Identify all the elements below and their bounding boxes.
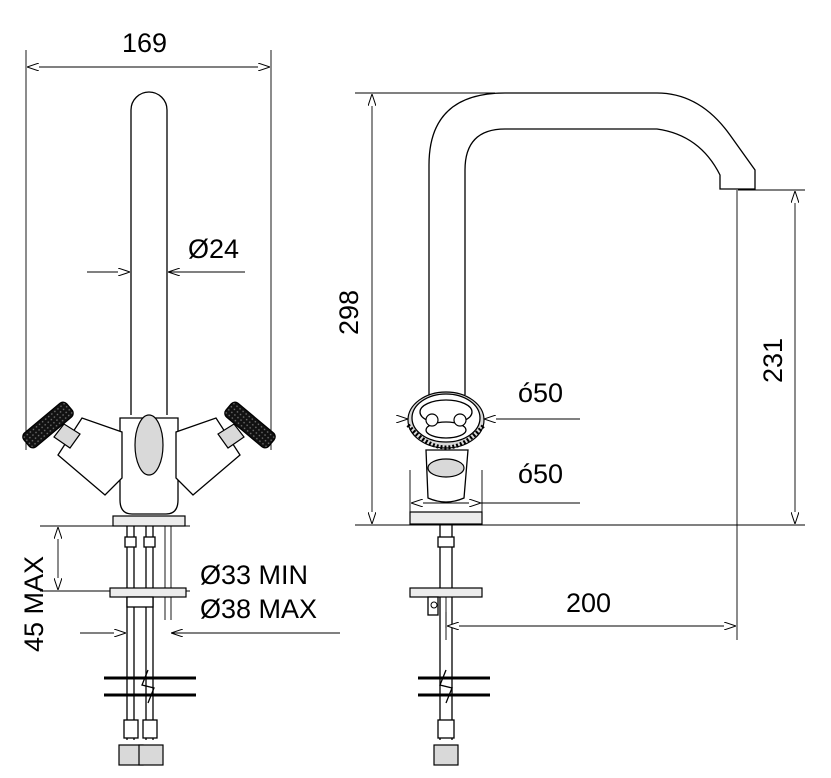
label-diameter-33-min: Ø33 MIN bbox=[200, 560, 308, 590]
label-handle-diameter-50: ó50 bbox=[518, 378, 563, 408]
side-break-symbol bbox=[418, 669, 490, 704]
side-hose-connector bbox=[433, 719, 459, 766]
label-diameter-38-max: Ø38 MAX bbox=[200, 594, 317, 624]
right-handwheel bbox=[224, 401, 276, 449]
front-base-plate bbox=[112, 515, 186, 527]
spout-side bbox=[428, 92, 756, 395]
side-handwheel bbox=[406, 391, 486, 450]
label-diameter-24: Ø24 bbox=[188, 234, 239, 264]
label-width-169: 169 bbox=[122, 28, 167, 58]
front-view bbox=[22, 50, 340, 766]
spout-front bbox=[130, 91, 168, 415]
label-height-231: 231 bbox=[758, 338, 788, 383]
label-base-diameter-50: ó50 bbox=[518, 459, 563, 489]
label-height-298: 298 bbox=[334, 290, 364, 335]
front-break-symbol bbox=[104, 669, 196, 704]
side-base-plate bbox=[409, 511, 483, 525]
label-45-max: 45 MAX bbox=[19, 556, 49, 652]
label-reach-200: 200 bbox=[566, 588, 611, 618]
front-supply-pipes bbox=[124, 526, 172, 740]
front-hose-connectors bbox=[118, 719, 164, 766]
left-handwheel bbox=[22, 401, 74, 449]
side-view bbox=[355, 92, 805, 766]
side-supply-pipes bbox=[409, 525, 483, 740]
front-backing-plate bbox=[109, 587, 187, 598]
